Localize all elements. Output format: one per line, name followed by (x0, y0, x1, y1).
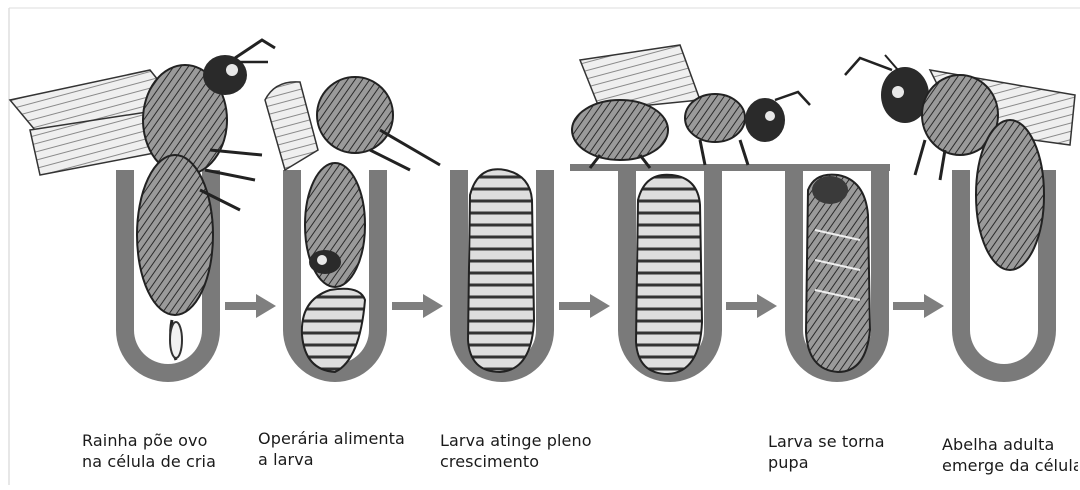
arrow-3 (559, 294, 610, 318)
arrow-2 (392, 294, 443, 318)
caption-stage-2-line-2: a larva (258, 449, 405, 470)
caption-stage-1-line-2: na célula de cria (82, 451, 216, 472)
caption-stage-6: Abelha adulta emerge da célula (942, 434, 1078, 476)
arrow-4 (726, 294, 777, 318)
caption-stage-6-line-1: Abelha adulta (942, 434, 1078, 455)
capped-larva-icon (636, 175, 702, 374)
caption-stage-3: Larva atinge pleno crescimento (440, 430, 592, 472)
caption-stage-6-line-2: emerge da célula (942, 455, 1078, 476)
cell-cap-bar (570, 164, 890, 171)
egg-icon (170, 322, 182, 358)
caption-stage-3-line-2: crescimento (440, 451, 592, 472)
pupa-icon (806, 175, 870, 372)
caption-stage-5-line-2: pupa (768, 452, 885, 473)
caption-stage-1-line-1: Rainha põe ovo (82, 430, 216, 451)
queen-bee-icon (10, 40, 275, 360)
caption-stage-2-line-1: Operária alimenta (258, 428, 405, 449)
caption-stage-3-line-1: Larva atinge pleno (440, 430, 592, 451)
arrow-5 (893, 294, 944, 318)
caption-stage-5: Larva se torna pupa (768, 431, 885, 473)
caption-stage-1: Rainha põe ovo na célula de cria (82, 430, 216, 472)
caption-stage-2: Operária alimenta a larva (258, 428, 405, 470)
caption-stage-5-line-1: Larva se torna (768, 431, 885, 452)
grown-larva-icon (468, 169, 534, 372)
arrow-1 (225, 294, 276, 318)
worker-bee-capping-icon (572, 45, 810, 168)
